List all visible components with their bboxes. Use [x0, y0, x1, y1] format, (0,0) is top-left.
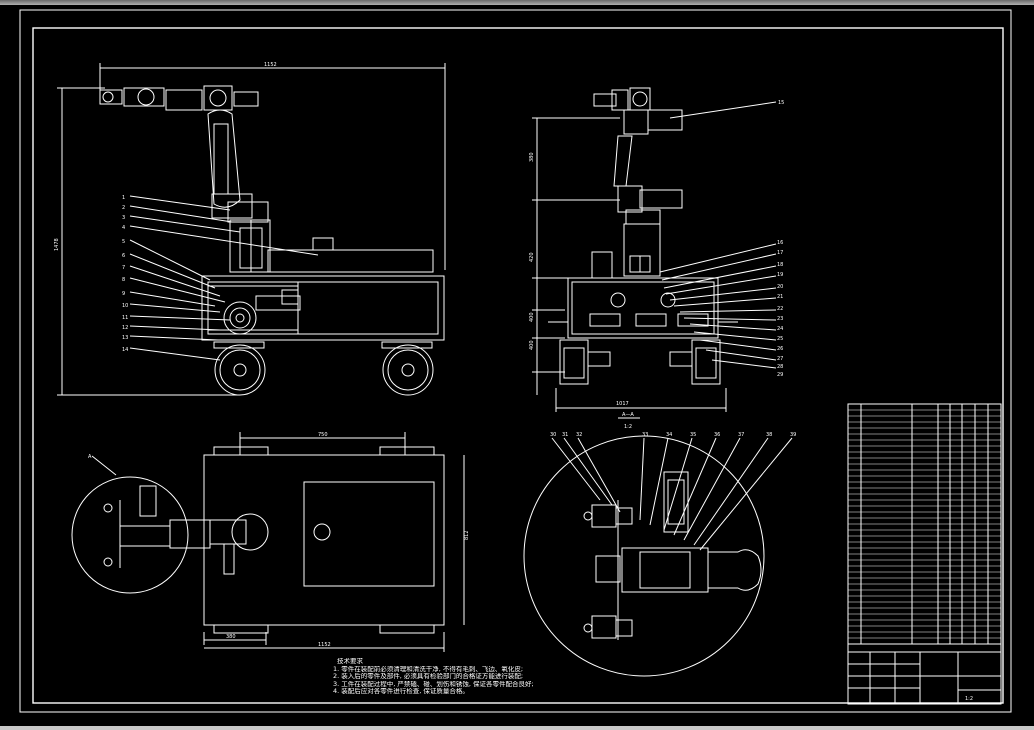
balloon-number: 33 [642, 432, 648, 438]
side-dim-d: 400 [529, 340, 535, 350]
balloon-number: 37 [738, 432, 744, 438]
top-dim-bottom-a: 380 [226, 634, 236, 640]
inner-frame [32, 27, 1004, 704]
balloon-number: 19 [777, 272, 783, 278]
balloon-number: 21 [777, 294, 783, 300]
balloon-number: 4 [122, 225, 125, 231]
balloon-number: 34 [666, 432, 672, 438]
balloon-number: 27 [777, 356, 783, 362]
technical-note-line: 2. 装入后的零件及部件, 必须具有检验部门的合格证方能进行装配; [333, 673, 524, 680]
balloon-number: 7 [122, 265, 125, 271]
balloon-number: 1 [122, 195, 125, 201]
balloon-number: 30 [550, 432, 556, 438]
parts-list-rows [848, 403, 1001, 645]
balloon-number: 35 [690, 432, 696, 438]
side-dim-base: 1017 [616, 401, 629, 407]
window-bottom-edge [0, 726, 1034, 730]
technical-notes-title: 技术要求 [337, 658, 363, 665]
window-top-edge [0, 0, 1034, 5]
top-view [71, 432, 465, 652]
balloon-number: 11 [122, 315, 128, 321]
top-dim-top: 750 [318, 432, 328, 438]
front-dim-width: 1152 [264, 62, 277, 68]
balloon-number: 17 [777, 250, 783, 256]
detail-marker: A [88, 454, 92, 460]
balloon-number: 38 [766, 432, 772, 438]
technical-note-line: 4. 装配后应对各零件进行检查, 保证质量合格。 [333, 688, 469, 695]
balloon-number: 20 [777, 284, 783, 290]
balloon-number: 9 [122, 291, 125, 297]
technical-note-line: 3. 工件在装配过程中, 严禁磕、碰、划伤和锈蚀, 保证各零件配合良好; [333, 680, 534, 688]
balloon-number: 26 [777, 346, 783, 352]
balloon-number: 13 [122, 335, 128, 341]
side-dim-b: 420 [529, 252, 535, 262]
front-dim-height: 1478 [54, 238, 60, 251]
side-callout-top: 15 [778, 100, 784, 106]
front-view [57, 63, 446, 396]
technical-notes: 技术要求 1. 零件在装配前必须清理和清洗干净, 不得有毛刺、飞边、氧化皮; 2… [333, 658, 563, 696]
balloon-number: 16 [777, 240, 783, 246]
balloon-number: 3 [122, 215, 125, 221]
balloon-number: 2 [122, 205, 125, 211]
top-dim-right: 812 [464, 530, 470, 540]
balloon-number: 39 [790, 432, 796, 438]
balloon-number: 14 [122, 347, 128, 353]
section-label: A—A [622, 412, 634, 418]
balloon-number: 10 [122, 303, 128, 309]
side-balloons: 16 17 18 19 20 21 22 23 24 25 26 27 28 29 [777, 240, 783, 378]
side-view [532, 87, 777, 419]
side-dim-c: 400 [529, 312, 535, 322]
balloon-number: 23 [777, 316, 783, 322]
balloon-number: 36 [714, 432, 720, 438]
top-dim-bottom-b: 1152 [318, 642, 331, 648]
section-scale: 1:2 [624, 424, 632, 430]
balloon-number: 24 [777, 326, 783, 332]
balloon-number: 29 [777, 372, 783, 378]
detail-view [523, 435, 793, 677]
balloon-number: 8 [122, 277, 125, 283]
balloon-number: 18 [777, 262, 783, 268]
balloon-number: 5 [122, 239, 125, 245]
outer-frame [19, 9, 1012, 713]
side-dim-a: 380 [529, 152, 535, 162]
balloon-number: 28 [777, 364, 783, 370]
title-block [848, 643, 1001, 704]
balloon-number: 31 [562, 432, 568, 438]
balloon-number: 6 [122, 253, 125, 259]
title-block-scale: 1:2 [965, 696, 973, 702]
detail-balloons: 30 31 32 33 34 35 36 37 38 39 [550, 432, 796, 438]
balloon-number: 25 [777, 336, 783, 342]
balloon-number: 12 [122, 325, 128, 331]
balloon-number: 22 [777, 306, 783, 312]
technical-note-line: 1. 零件在装配前必须清理和清洗干净, 不得有毛刺、飞边、氧化皮; [333, 665, 524, 673]
balloon-number: 32 [576, 432, 582, 438]
